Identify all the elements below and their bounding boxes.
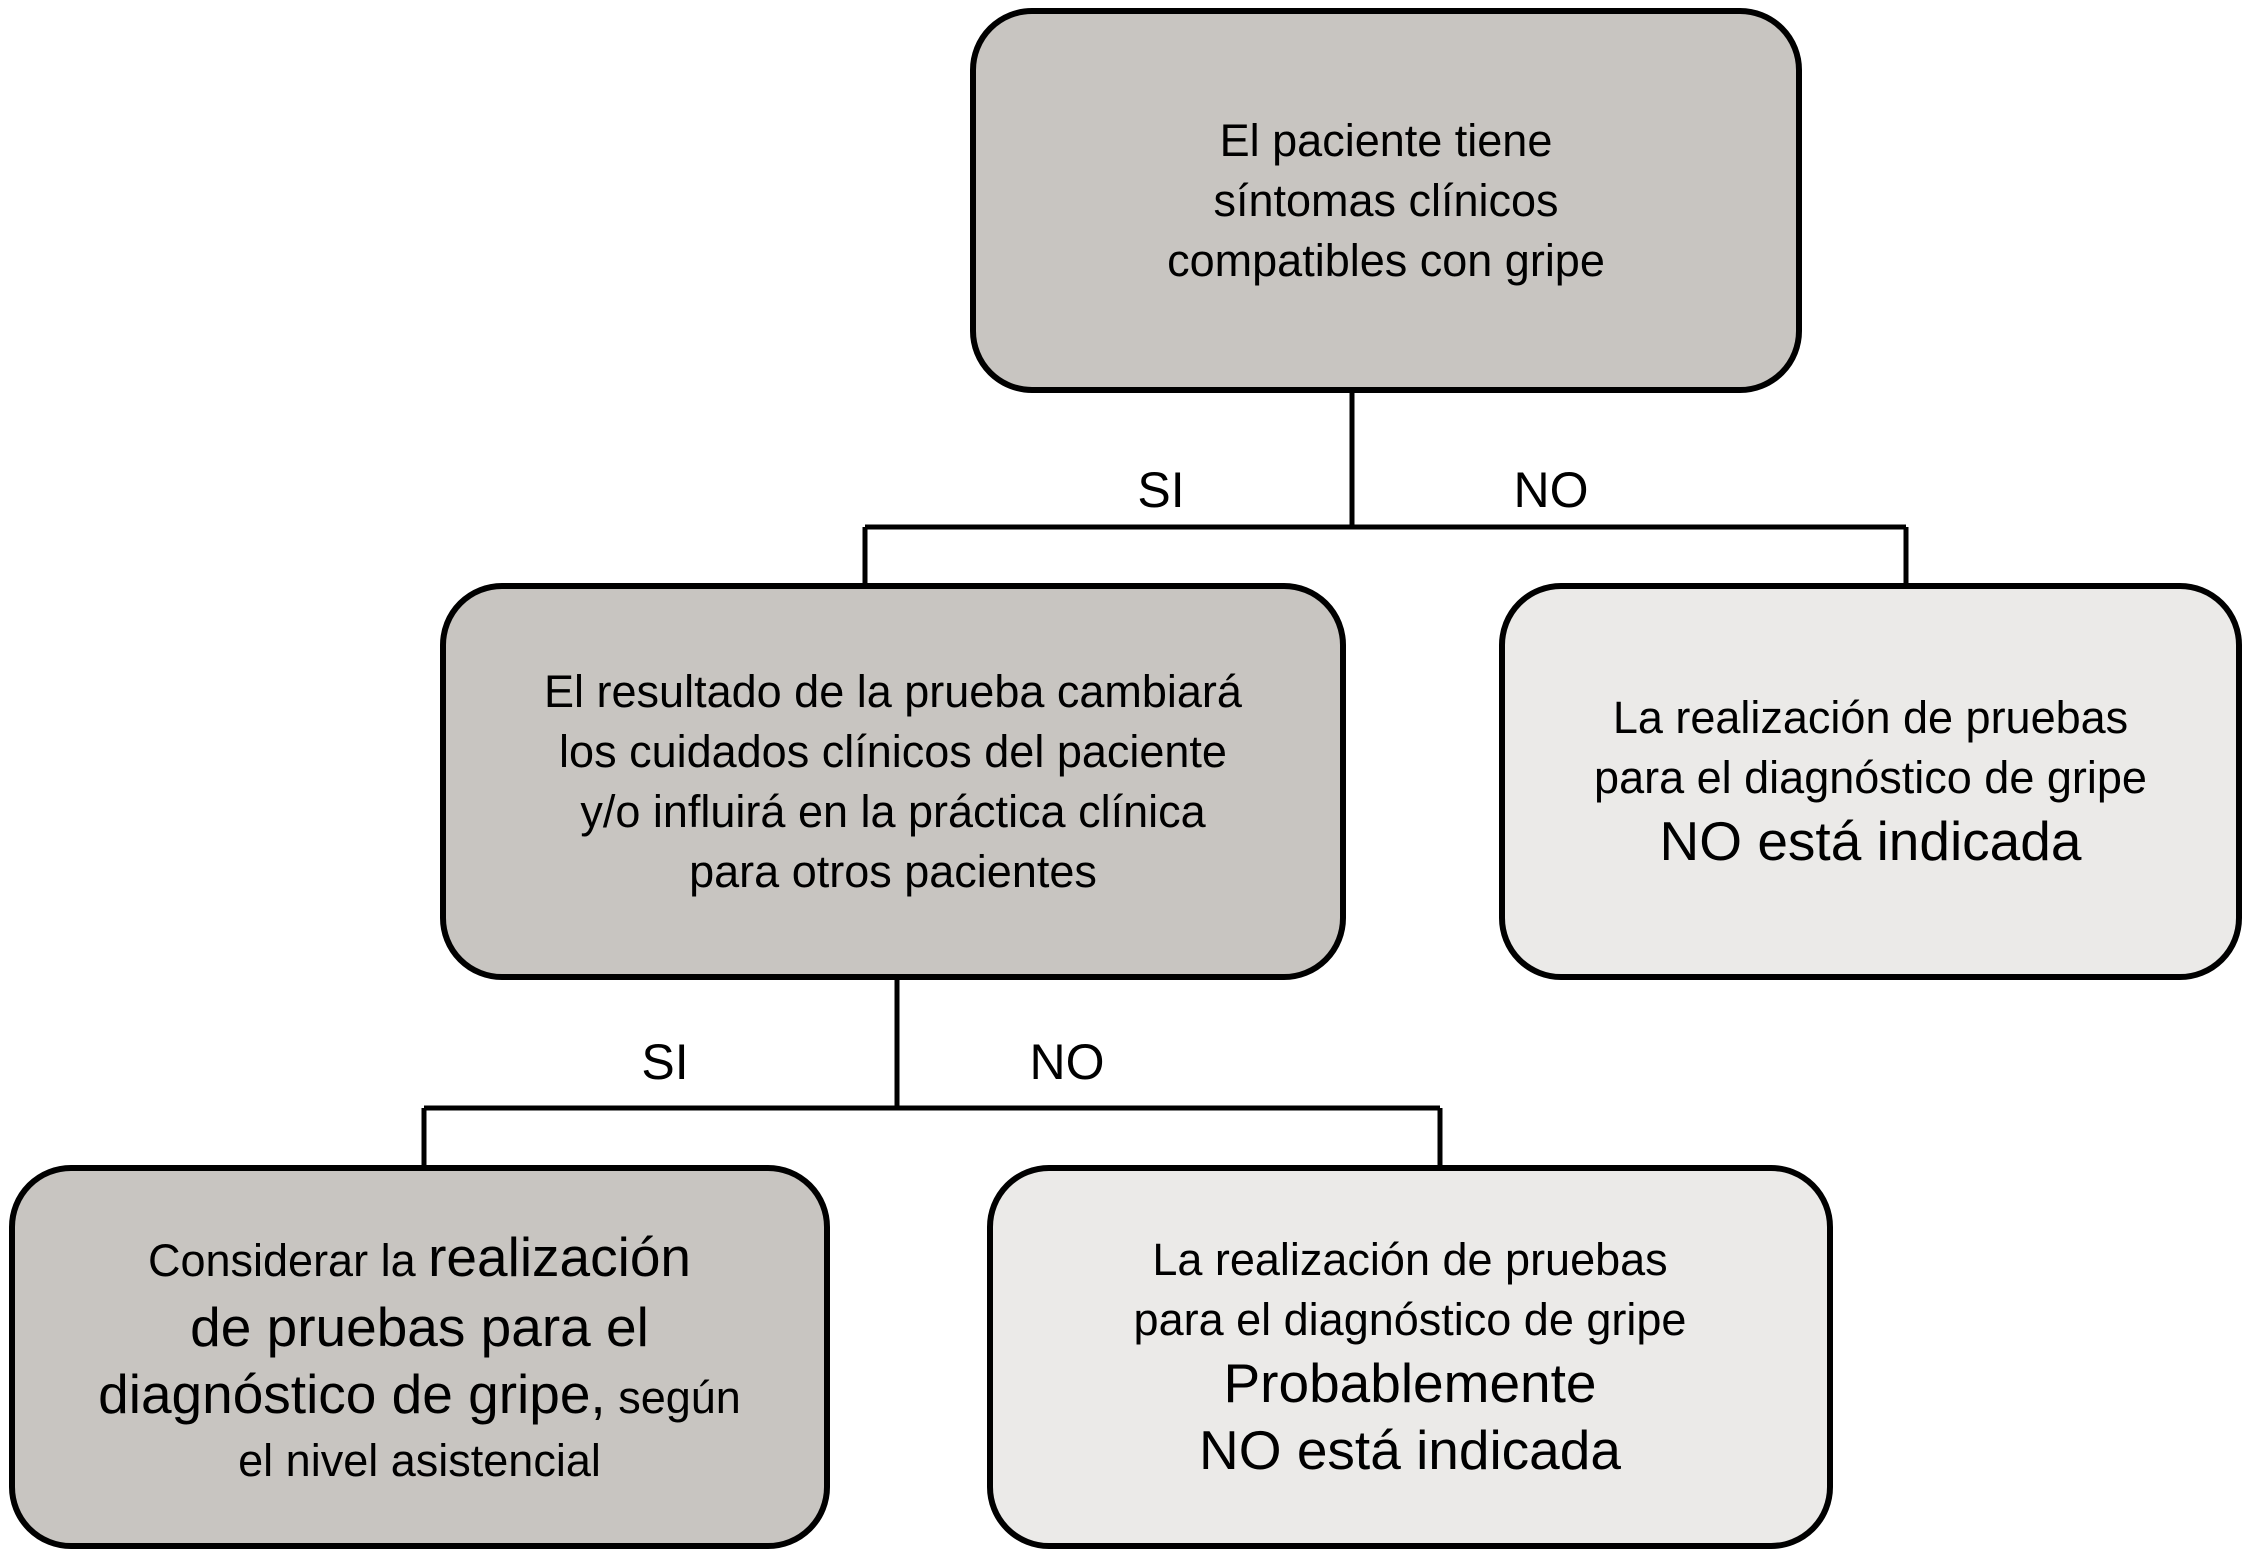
node-consider-line: de pruebas para el: [190, 1295, 649, 1358]
node-consider-line: Considerar la realización: [148, 1224, 691, 1294]
node-consider-testing: Considerar la realización de pruebas par…: [9, 1165, 830, 1549]
node-probably-emphasis: NO está indicada: [1199, 1419, 1621, 1481]
node-probably-not-indicated: La realización de pruebas para el diagnó…: [987, 1165, 1833, 1549]
node-not-indicated: La realización de pruebas para el diagnó…: [1499, 583, 2242, 980]
node-probably-emphasis: Probablemente: [1223, 1352, 1597, 1414]
node-probably-line: La realización de pruebas: [1152, 1234, 1668, 1285]
node-symptoms: El paciente tiene síntomas clínicos comp…: [970, 8, 1802, 393]
node-not-indicated-line: La realización de pruebas: [1612, 692, 2129, 743]
edge-label-level2-yes: SI: [641, 1034, 689, 1090]
node-consider-segment: según: [605, 1371, 741, 1423]
node-not-indicated-line: para el diagnóstico de gripe: [1594, 752, 2147, 803]
node-probably-line: para el diagnóstico de gripe: [1133, 1294, 1687, 1345]
node-result-line: y/o influirá en la práctica clínica: [580, 785, 1206, 837]
node-not-indicated-emphasis: NO está indicada: [1659, 810, 2082, 872]
node-result-line: los cuidados clínicos del paciente: [559, 725, 1227, 777]
node-result-line: para otros pacientes: [689, 845, 1097, 897]
node-consider-segment: diagnóstico de gripe,: [98, 1362, 606, 1425]
edge-label-level1-yes: SI: [1137, 462, 1185, 518]
node-symptoms-line: síntomas clínicos: [1213, 174, 1559, 226]
node-symptoms-line: compatibles con gripe: [1167, 234, 1605, 286]
node-consider-segment: Considerar la: [147, 1234, 429, 1286]
edge-label-level1-no: NO: [1513, 462, 1589, 518]
node-consider-line: diagnóstico de gripe, según: [98, 1361, 741, 1431]
node-symptoms-line: El paciente tiene: [1219, 114, 1553, 166]
node-result-changes-care: El resultado de la prueba cambiará los c…: [440, 583, 1346, 980]
node-consider-line: el nivel asistencial: [238, 1434, 601, 1486]
node-result-line: El resultado de la prueba cambiará: [544, 665, 1242, 717]
edge-label-level2-no: NO: [1029, 1034, 1105, 1090]
node-consider-segment: realización: [428, 1225, 692, 1288]
